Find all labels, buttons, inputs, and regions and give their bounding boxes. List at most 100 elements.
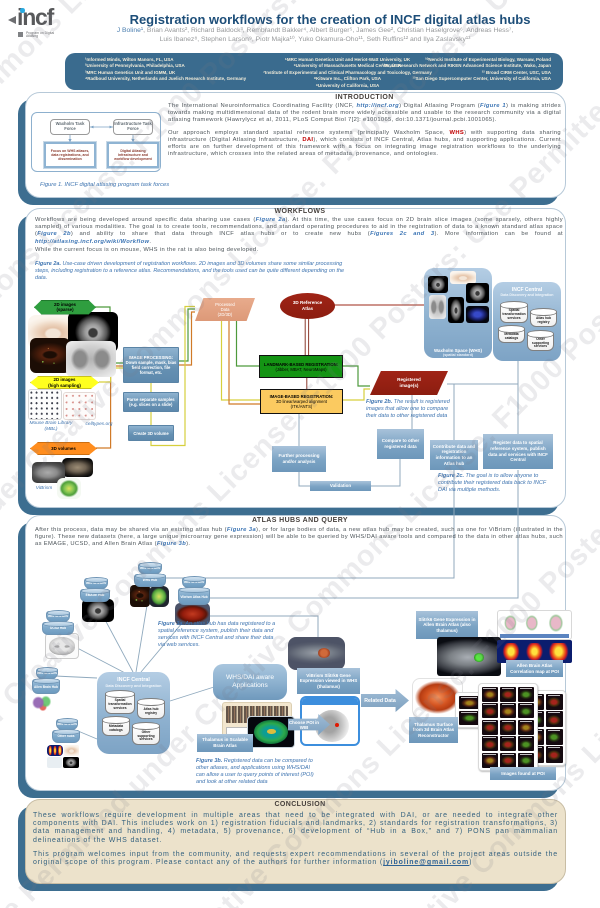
figure1-infrastructure-task-force: Infrastructure Task Force bbox=[113, 119, 153, 135]
logo-tagline: Program on Digital Atlasing bbox=[26, 30, 55, 39]
poi-image-tile bbox=[517, 736, 535, 751]
incf-central-title: INCF Central bbox=[511, 287, 543, 293]
text-segment: Figure 1 bbox=[480, 103, 506, 109]
intro-paragraph-1: The International Neuroinformatics Coord… bbox=[168, 103, 561, 125]
affiliation: ²University of Pennsylvania, Philadelphi… bbox=[85, 63, 185, 69]
vibrism-label: ViBrism bbox=[35, 486, 53, 491]
poi-image-tile bbox=[481, 686, 499, 702]
image-processing-body: Down sample, mask, bias field correction… bbox=[125, 360, 177, 375]
fluorescence-thumbnail bbox=[30, 338, 70, 373]
poi-image-tile bbox=[481, 752, 499, 768]
poi-image-tile bbox=[545, 711, 563, 728]
introduction-heading: INTRODUCTION bbox=[335, 94, 394, 101]
text-segment: Our approach employs standard spatial re… bbox=[168, 129, 450, 136]
affiliation: ⁴Radboud University, Netherlands and Jue… bbox=[85, 76, 247, 82]
affiliation: ¹⁰Nencki Institute of Experimental Biolo… bbox=[425, 57, 551, 62]
vibrism-hub-image bbox=[175, 603, 210, 625]
atlas-hubs-heading: ATLAS HUBS AND QUERY bbox=[251, 517, 349, 524]
text-segment: Figures 2c and 3 bbox=[370, 231, 435, 238]
text-segment: ) is making strides towards making multi… bbox=[168, 103, 561, 124]
further-processing-box: Further processing and/or analysis bbox=[272, 446, 326, 472]
whs-thumb bbox=[448, 297, 464, 323]
inline-link[interactable]: jyiboline@gmail.com bbox=[383, 859, 470, 867]
intro-paragraph-2: Our approach employs standard spatial re… bbox=[168, 130, 561, 159]
aba-website-image bbox=[497, 610, 572, 640]
affiliations-band: ¹Informed Minds, Wilton Manors, FL, USA … bbox=[65, 53, 563, 90]
whs-thumb bbox=[429, 295, 446, 319]
processed-data-label: Data bbox=[220, 307, 230, 312]
text-segment: Use-case driven development of registrat… bbox=[35, 261, 345, 281]
text-segment: After this process, data may be shared v… bbox=[35, 527, 227, 533]
affiliation: ⁵MRC Human Genetics Unit and Heriot-Watt… bbox=[284, 57, 411, 62]
text-segment: ) and ability to share that data through… bbox=[70, 231, 371, 238]
poi-image-tile bbox=[517, 703, 535, 718]
hex-label: 2D images bbox=[54, 301, 76, 307]
conclusion-paragraph-2: This program welcomes input from the com… bbox=[33, 851, 558, 867]
db-other-services: Other supporting services bbox=[527, 330, 554, 351]
poi-panel-header bbox=[302, 698, 358, 705]
waxholm-space-box: Waxholm Space (WHS) (spatial standard) bbox=[424, 268, 492, 358]
affiliation-column-1: ¹Informed Minds, Wilton Manors, FL, USA … bbox=[85, 57, 255, 83]
text-segment: This program welcomes input from the com… bbox=[33, 851, 558, 867]
poi-image-tile bbox=[499, 752, 517, 768]
figure1-dai-focus-box: Digital Atlasing Infrastructure and work… bbox=[106, 141, 160, 169]
whs-hub-image bbox=[130, 585, 150, 607]
conclusion-paragraph-1: These workflows require development in m… bbox=[33, 812, 558, 844]
conclusion-heading: CONCLUSION bbox=[274, 801, 326, 808]
text-segment: Figure 3a. bbox=[158, 621, 184, 627]
other-hub-image bbox=[64, 745, 79, 756]
author-lead: J Boline¹ bbox=[116, 27, 144, 34]
incf-central-box-hubs: INCF Central Data Discovery and Integrat… bbox=[97, 672, 170, 754]
incf-logo: incf Program on Digital Atlasing bbox=[8, 6, 72, 42]
green-3d-brain-thumbnail bbox=[57, 478, 81, 499]
figure2a-caption: Figure 2a. Use-case driven development o… bbox=[35, 261, 347, 282]
figure1-panel: Waxholm Task Force Infrastructure Task F… bbox=[31, 112, 161, 172]
affiliation: ⁸Kitware Inc., Clifton Park, USA bbox=[313, 76, 382, 82]
whs-hub-image bbox=[149, 586, 169, 607]
text-segment: DAI bbox=[302, 136, 314, 143]
incf-central-subtitle: Data Discovery and Integration bbox=[105, 684, 162, 688]
hex-label: (high sampling) bbox=[48, 382, 81, 388]
processed-data-label: Processed bbox=[215, 302, 235, 307]
textured-brain-thumbnail bbox=[62, 458, 93, 477]
other-hubs-cylinder: Other hubs bbox=[52, 729, 80, 743]
affiliation: ⁹University of California, USA bbox=[315, 82, 380, 88]
3d-reference-atlas-ellipse: 3D Reference Atlas bbox=[280, 293, 335, 319]
poi-image-tile bbox=[481, 703, 499, 718]
text-segment: Figure 3b. bbox=[196, 758, 223, 764]
image-based-title: IMAGE-BASED REGISTRATION: bbox=[269, 394, 334, 399]
db-other-services: Other supporting services bbox=[132, 722, 160, 745]
text-segment: The International Neuroinformatics Coord… bbox=[168, 103, 357, 109]
affiliation: ³MRC Human Genetics Unit and IGMM, UK bbox=[85, 69, 176, 75]
logo-arrow-icon bbox=[8, 16, 16, 24]
gray-slices-thumbnail bbox=[66, 341, 116, 377]
hex-label: 2D images bbox=[53, 377, 76, 383]
compare-box: Compare to other registered data bbox=[377, 429, 424, 459]
poi-viewer-panel bbox=[300, 696, 360, 746]
affiliation: ¹Informed Minds, Wilton Manors, FL, USA bbox=[85, 57, 174, 62]
affiliation: ⁷Institute of Experimental and Clinical … bbox=[263, 69, 432, 75]
text-segment: ), which consists of INCF Central, Atlas… bbox=[168, 136, 561, 158]
vibrism-whs-view-image bbox=[288, 637, 345, 670]
gray-3d-brain-thumbnail bbox=[32, 462, 65, 483]
logo-row: incf bbox=[8, 6, 72, 29]
text-segment: ), or for large bodies of data, a new at… bbox=[35, 527, 564, 548]
mbl-label: Mouse Brain Library (MBL) bbox=[29, 421, 73, 432]
image-processing-box: IMAGE PROCESSING: Down sample, mask, bia… bbox=[123, 347, 179, 383]
poi-image-tile bbox=[517, 686, 535, 702]
authors: J Boline¹, Brian Avants², Richard Baldoc… bbox=[60, 27, 570, 44]
figure3a-caption: Figure 3a. An atlas hub has data registe… bbox=[158, 621, 276, 649]
text-segment: WHS bbox=[449, 129, 465, 136]
flow-3d-volumes-hexagon: 3D volumes bbox=[30, 442, 97, 455]
slitrk6-aba-label: Slitrk6 Gene Expression in Allen Brain A… bbox=[416, 611, 478, 639]
inline-link[interactable]: http://atlasing.incf.org/wiki/Workflow bbox=[35, 238, 150, 245]
introduction-text: The International Neuroinformatics Coord… bbox=[168, 103, 561, 158]
inline-link[interactable]: http://incf.org bbox=[356, 103, 400, 109]
text-segment: Figure 3a bbox=[226, 527, 257, 533]
poi-image-tile bbox=[545, 693, 563, 710]
whs-thumb bbox=[428, 276, 448, 293]
text-segment: ). At this time, the use cases focus on … bbox=[35, 217, 563, 238]
text-segment: ). More information can be found at bbox=[434, 231, 563, 238]
affiliation: ¹¹Brain Research Network and RIKEN Advan… bbox=[382, 63, 551, 69]
ucsd-hub-image bbox=[45, 633, 79, 659]
